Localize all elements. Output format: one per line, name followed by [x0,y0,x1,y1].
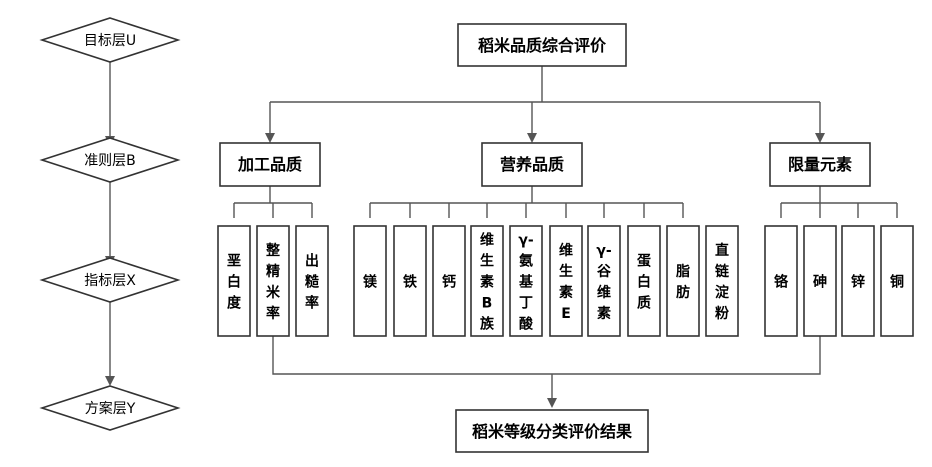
result-connectors [273,336,820,408]
indicator-label: 锌 [851,274,865,291]
indicator-box: 砷 [804,226,836,336]
indicator-box: 直链淀粉 [706,226,738,336]
indicator-label: 钙 [442,274,456,291]
level-label-scheme: 方案层Y [85,400,136,417]
criteria-label-processing: 加工品质 [237,155,302,174]
level-diamond-target: 目标层U [42,18,178,62]
indicator-box: 铬 [765,226,797,336]
indicator-box: γ-谷维素 [588,226,620,336]
indicator-label: 铜 [890,274,904,291]
indicator-boxes: 垩白度整精米率 出糙率 镁 铁 钙 维生素B族 γ-氨基丁酸维生素Eγ-谷维素 蛋白质 脂肪直链… [218,226,913,336]
nutrition-connectors [370,186,683,218]
indicator-label: 铁 [403,274,417,291]
level-label-indicator: 指标层X [84,273,136,289]
processing-connectors [234,186,312,218]
level-diamond-criteria: 准则层B [42,138,178,182]
indicator-box: 钙 [433,226,465,336]
indicator-box: γ-氨基丁酸 [510,226,542,336]
goal-connectors [265,66,825,143]
indicator-box: 铁 [394,226,426,336]
level-diamond-indicator: 指标层X [42,258,178,302]
indicator-box: 铜 [881,226,913,336]
goal-label: 稻米品质综合评价 [478,36,607,55]
level-label-criteria: 准则层B [84,153,136,169]
indicator-box: 镁 [354,226,386,336]
indicator-box: 脂肪 [667,226,699,336]
criteria-label-limited: 限量元素 [788,155,852,174]
criteria-box-processing: 加工品质 [220,143,320,186]
indicator-box: 出糙率 [296,226,328,336]
indicator-box: 维生素B族 [471,226,503,336]
goal-box: 稻米品质综合评价 [458,24,626,66]
indicator-box: 维生素E [550,226,582,336]
indicator-label: 出糙率 [305,253,319,312]
level-diamond-scheme: 方案层Y [42,386,178,430]
level-flow: 目标层U 准则层B 指标层X 方案层Y [42,18,178,430]
level-label-target: 目标层U [84,33,136,49]
indicator-label: γ-氨基丁酸 [518,233,534,333]
indicator-box: 锌 [842,226,874,336]
criteria-box-limited: 限量元素 [770,143,870,186]
limited-connectors [781,186,897,218]
indicator-label: 维生素B族 [480,232,495,333]
indicator-label: 镁 [363,274,378,291]
result-box: 稻米等级分类评价结果 [456,410,648,452]
criteria-box-nutrition: 营养品质 [482,143,582,186]
indicator-label: 垩白度 [227,254,242,312]
indicator-label: 砷 [813,274,827,291]
indicator-label: 蛋白质 [637,254,651,312]
criteria-label-nutrition: 营养品质 [500,155,564,174]
indicator-label: 铬 [774,274,789,291]
result-label: 稻米等级分类评价结果 [472,422,632,441]
indicator-box: 整精米率 [257,226,289,336]
indicator-box: 垩白度 [218,226,250,336]
indicator-box: 蛋白质 [628,226,660,336]
